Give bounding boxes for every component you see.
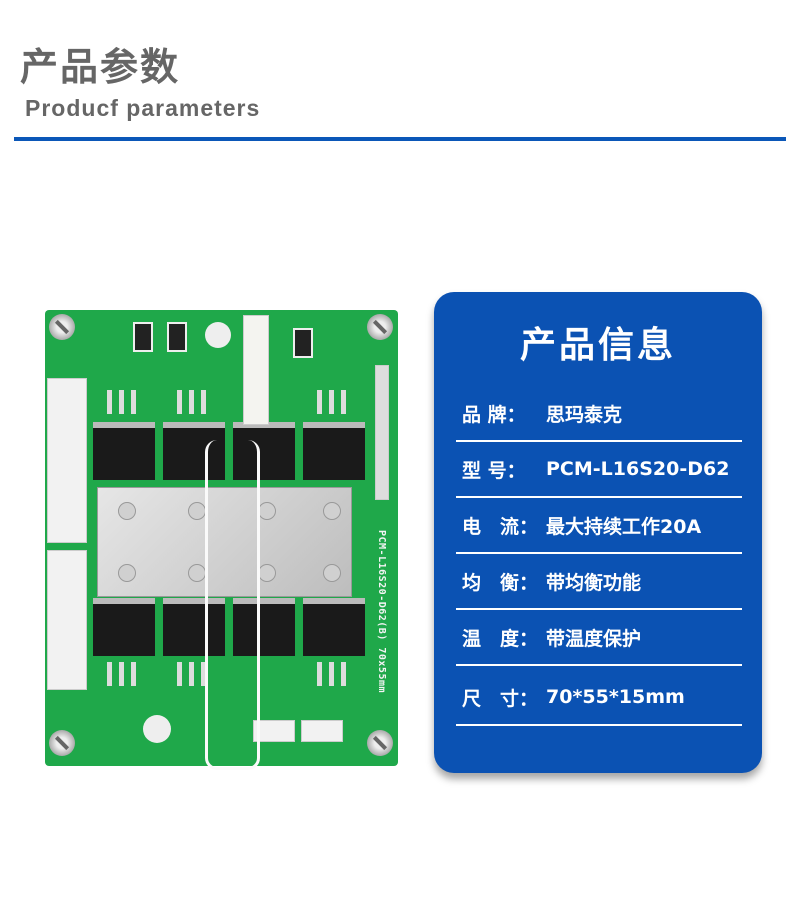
info-row-model: 型 号： PCM-L16S20-D62 <box>456 442 742 498</box>
info-row-size: 尺 寸： 70*55*15mm <box>456 670 742 726</box>
row-value: 最大持续工作20A <box>546 515 702 538</box>
b-minus-pad <box>205 322 231 348</box>
row-value: 思玛泰克 <box>546 403 623 426</box>
balance-connector <box>47 378 87 543</box>
pcb-product-image: PCM-L16S20-D62(B) 70x55mm <box>45 310 398 770</box>
mosfet <box>93 598 155 656</box>
row-label: 型 号： <box>462 459 526 482</box>
balance-connector <box>47 550 87 690</box>
row-label: 电 流： <box>462 515 539 538</box>
mosfet <box>303 422 365 480</box>
product-info-panel: 产品信息 品 牌： 思玛泰克 型 号： PCM-L16S20-D62 电 流： 最大持… <box>434 292 762 773</box>
resistor <box>293 328 313 358</box>
ntc-connector <box>301 720 343 742</box>
pin-header <box>375 365 389 500</box>
resistor <box>133 322 153 352</box>
ntc-connector <box>253 720 295 742</box>
screw-icon <box>367 730 393 756</box>
ntc-sensor <box>243 315 269 425</box>
row-label: 尺 寸： <box>462 687 539 710</box>
row-value: 带温度保护 <box>546 627 642 650</box>
sensor-wire <box>205 440 260 770</box>
row-value: 带均衡功能 <box>546 571 642 594</box>
mosfet <box>93 422 155 480</box>
info-row-brand: 品 牌： 思玛泰克 <box>456 386 742 442</box>
info-row-current: 电 流： 最大持续工作20A <box>456 498 742 554</box>
resistor <box>167 322 187 352</box>
board-marking: PCM-L16S20-D62(B) 70x55mm <box>376 530 387 694</box>
row-value: PCM-L16S20-D62 <box>546 458 730 480</box>
screw-icon <box>367 314 393 340</box>
section-title-en: Producf parameters <box>25 95 261 121</box>
mosfet <box>163 598 225 656</box>
info-row-balance: 均 衡： 带均衡功能 <box>456 554 742 610</box>
mosfet <box>233 422 295 480</box>
section-title-cn: 产品参数 <box>20 45 181 89</box>
panel-title: 产品信息 <box>519 325 676 366</box>
info-row-temperature: 温 度： 带温度保护 <box>456 610 742 666</box>
mosfet <box>303 598 365 656</box>
screw-icon <box>49 730 75 756</box>
mosfet <box>233 598 295 656</box>
p-minus-pad <box>143 715 171 743</box>
screw-icon <box>49 314 75 340</box>
title-divider <box>14 137 786 141</box>
row-label: 品 牌： <box>462 403 526 426</box>
row-value: 70*55*15mm <box>546 686 685 708</box>
row-label: 温 度： <box>462 627 539 650</box>
row-label: 均 衡： <box>462 571 539 594</box>
